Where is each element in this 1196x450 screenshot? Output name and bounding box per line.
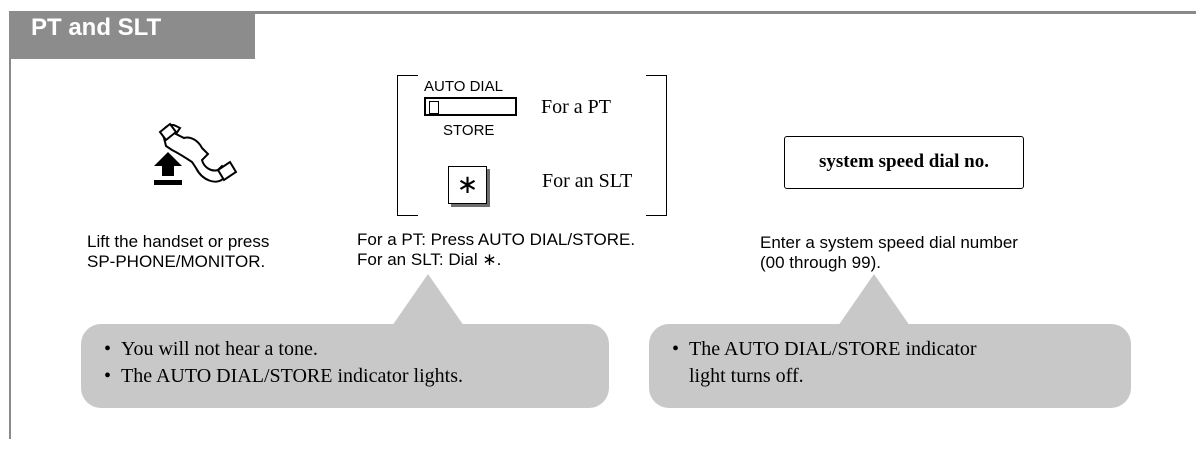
for-pt-label: For a PT bbox=[541, 96, 611, 118]
frame-left-border bbox=[9, 11, 11, 439]
step1-instruction: Lift the handset or press SP-PHONE/MONIT… bbox=[87, 232, 269, 272]
note-item: The AUTO DIAL/STORE indicator lights. bbox=[101, 363, 463, 390]
note1-pointer bbox=[392, 274, 464, 326]
note2-pointer bbox=[838, 274, 910, 326]
left-bracket bbox=[397, 75, 418, 216]
step2-line1: For a PT: Press AUTO DIAL/STORE. bbox=[357, 230, 636, 249]
frame-top-border bbox=[9, 11, 1196, 14]
step1-line1: Lift the handset or press bbox=[87, 232, 270, 251]
step3-instruction: Enter a system speed dial number (00 thr… bbox=[760, 233, 1018, 273]
note-item: The AUTO DIAL/STORE indicator light turn… bbox=[669, 336, 977, 390]
note-bubble-right: The AUTO DIAL/STORE indicator light turn… bbox=[649, 324, 1131, 408]
step3-line1: Enter a system speed dial number bbox=[760, 233, 1018, 252]
button-indicator-icon bbox=[429, 101, 439, 114]
note-bubble-left: You will not hear a tone. The AUTO DIAL/… bbox=[81, 324, 609, 408]
speed-dial-box: system speed dial no. bbox=[784, 136, 1024, 189]
note-line2: light turns off. bbox=[689, 365, 804, 387]
star-key-icon: ∗ bbox=[448, 166, 487, 204]
auto-dial-store-button-icon bbox=[424, 97, 517, 116]
right-bracket bbox=[646, 75, 667, 216]
auto-dial-label: AUTO DIAL bbox=[424, 78, 503, 95]
section-title: PT and SLT bbox=[31, 14, 162, 41]
section-header-tab: PT and SLT bbox=[9, 11, 255, 59]
step2-line2: For an SLT: Dial ∗. bbox=[357, 250, 502, 269]
note-line1: The AUTO DIAL/STORE indicator bbox=[689, 338, 977, 360]
step1-line2: SP-PHONE/MONITOR. bbox=[87, 252, 266, 271]
for-slt-label: For an SLT bbox=[542, 170, 633, 192]
note-item: You will not hear a tone. bbox=[101, 336, 463, 363]
step3-line2: (00 through 99). bbox=[760, 253, 881, 272]
step2-instruction: For a PT: Press AUTO DIAL/STORE. For an … bbox=[357, 230, 635, 270]
store-label: STORE bbox=[443, 122, 495, 139]
lift-handset-icon bbox=[154, 122, 238, 185]
